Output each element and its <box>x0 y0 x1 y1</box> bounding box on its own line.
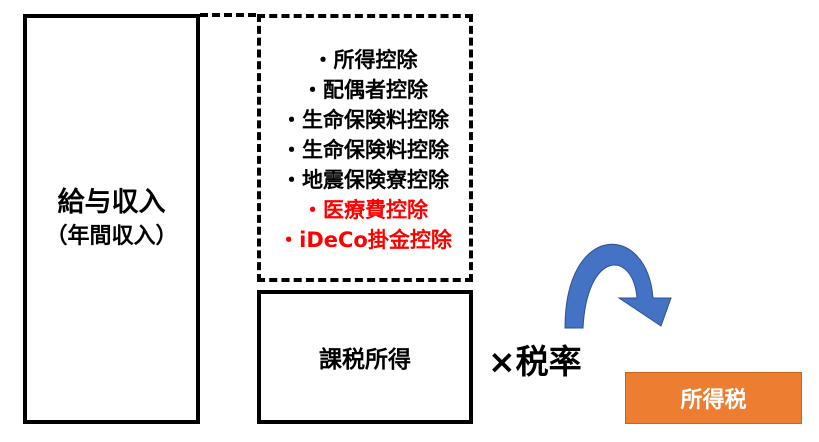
taxable-income-box: 課税所得 <box>257 290 473 424</box>
deduction-item: ・医療費控除 <box>302 198 428 222</box>
tax-rate-label: ×税率 <box>488 342 582 381</box>
income-tax-box: 所得税 <box>625 372 802 424</box>
deduction-item: ・配偶者控除 <box>302 78 428 102</box>
deductions-box: ・所得控除 ・配偶者控除 ・生命保険料控除 ・生命保険料控除 ・地震保険寮控除 … <box>257 14 473 282</box>
curved-arrow-shape <box>564 243 672 329</box>
curved-arrow-icon <box>564 243 672 329</box>
deduction-item: ・所得控除 <box>312 48 418 72</box>
dashed-connector <box>200 13 256 17</box>
deduction-item: ・生命保険料控除 <box>281 108 449 132</box>
deduction-item: ・生命保険料控除 <box>281 138 449 162</box>
taxable-income-label: 課税所得 <box>319 347 411 373</box>
income-sublabel: （年間収入） <box>45 224 178 249</box>
deduction-item: ・地震保険寮控除 <box>281 168 449 192</box>
income-tax-label: 所得税 <box>680 388 747 413</box>
income-box: 給与収入 （年間収入） <box>23 14 200 424</box>
deduction-item: ・iDeCo掛金控除 <box>278 228 452 252</box>
income-label: 給与収入 <box>57 187 166 218</box>
